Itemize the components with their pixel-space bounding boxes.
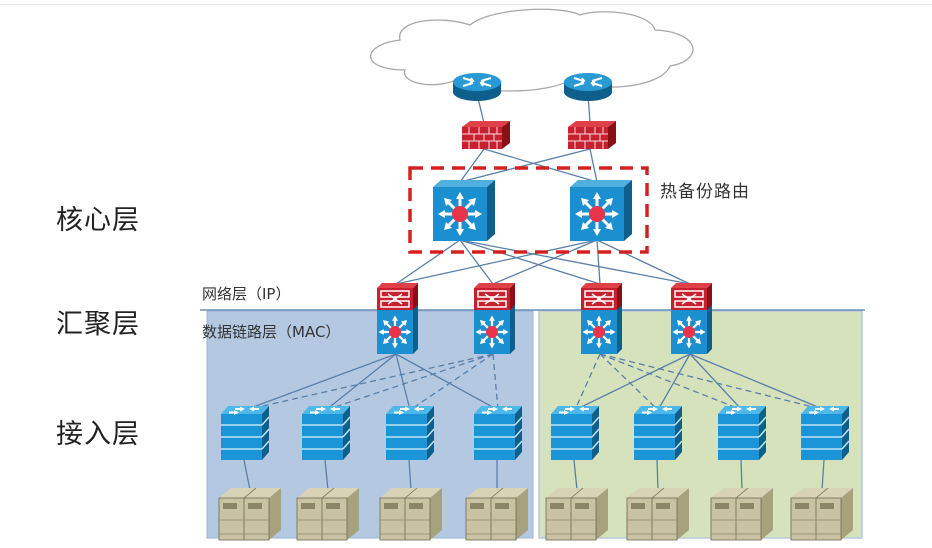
firewall-1[interactable]: [461, 120, 511, 150]
access-server-link: [573, 459, 578, 491]
access-switch-7[interactable]: [717, 405, 767, 461]
server-1[interactable]: [218, 487, 282, 541]
firewall-2[interactable]: [567, 120, 617, 150]
aggregation-access-backup-link: [599, 353, 826, 411]
core-aggregation-link: [395, 239, 598, 285]
agg-switch-1[interactable]: [377, 283, 418, 354]
aggregation-access-primary-link: [574, 353, 691, 411]
datalink-layer-label: 数据链路层（MAC）: [202, 323, 341, 341]
server-8[interactable]: [790, 487, 854, 541]
server-6[interactable]: [626, 487, 690, 541]
access-server-link: [243, 459, 251, 491]
hot-standby-highlight: [408, 166, 649, 254]
access-server-link: [324, 459, 329, 491]
firewall-core-link: [589, 148, 598, 183]
access-server-link: [740, 459, 743, 491]
server-5[interactable]: [545, 487, 609, 541]
aggregation-layer-label: 汇聚层: [56, 309, 140, 340]
server-3[interactable]: [379, 487, 443, 541]
aggregation-access-primary-link: [689, 353, 826, 411]
aggregation-access-backup-link: [244, 353, 494, 411]
aggregation-access-backup-link: [409, 353, 494, 411]
internet-cloud[interactable]: [370, 8, 694, 92]
agg-switch-3[interactable]: [581, 283, 622, 354]
access-switch-8[interactable]: [800, 405, 850, 461]
aggregation-access-primary-link: [395, 353, 499, 411]
core-aggregation-link: [596, 239, 601, 285]
hot-standby-label: 热备份路由: [660, 182, 750, 202]
links: [243, 93, 826, 491]
core-aggregation-link: [596, 239, 691, 285]
access-switch-1[interactable]: [220, 405, 270, 461]
firewall-core-link: [459, 148, 485, 183]
aggregation-access-primary-link: [244, 353, 397, 411]
core-switch-1[interactable]: [433, 180, 495, 241]
access-layer-label: 接入层: [56, 419, 140, 450]
aggregation-access-primary-link: [689, 353, 743, 411]
firewall-core-link: [459, 148, 591, 183]
server-2[interactable]: [296, 487, 360, 541]
router-1[interactable]: [452, 72, 502, 102]
firewall-core-link: [483, 148, 598, 183]
core-aggregation-link: [459, 239, 691, 285]
access-server-link: [821, 459, 825, 491]
core-switch-2[interactable]: [570, 180, 632, 241]
access-switch-2[interactable]: [301, 405, 351, 461]
aggregation-access-backup-link: [574, 353, 601, 411]
top-border: [0, 0, 932, 5]
access-server-link: [408, 459, 412, 491]
access-switch-4[interactable]: [473, 405, 523, 461]
core-aggregation-link: [459, 239, 494, 285]
core-aggregation-link: [395, 239, 461, 285]
aggregation-access-primary-link: [395, 353, 411, 411]
aggregation-access-primary-link: [325, 353, 397, 411]
agg-switch-4[interactable]: [671, 283, 712, 354]
router-2[interactable]: [563, 72, 613, 102]
aggregation-access-backup-link: [599, 353, 743, 411]
server-7[interactable]: [710, 487, 774, 541]
access-switch-6[interactable]: [633, 405, 683, 461]
core-aggregation-link: [492, 239, 598, 285]
aggregation-access-primary-link: [657, 353, 691, 411]
agg-switch-2[interactable]: [474, 283, 515, 354]
core-layer-label: 核心层: [56, 205, 140, 236]
aggregation-access-backup-link: [599, 353, 659, 411]
access-switch-3[interactable]: [385, 405, 435, 461]
network-layer-label: 网络层（IP）: [202, 285, 291, 303]
access-switch-5[interactable]: [550, 405, 600, 461]
server-4[interactable]: [465, 487, 529, 541]
access-server-link: [656, 459, 659, 491]
core-aggregation-link: [459, 239, 601, 285]
